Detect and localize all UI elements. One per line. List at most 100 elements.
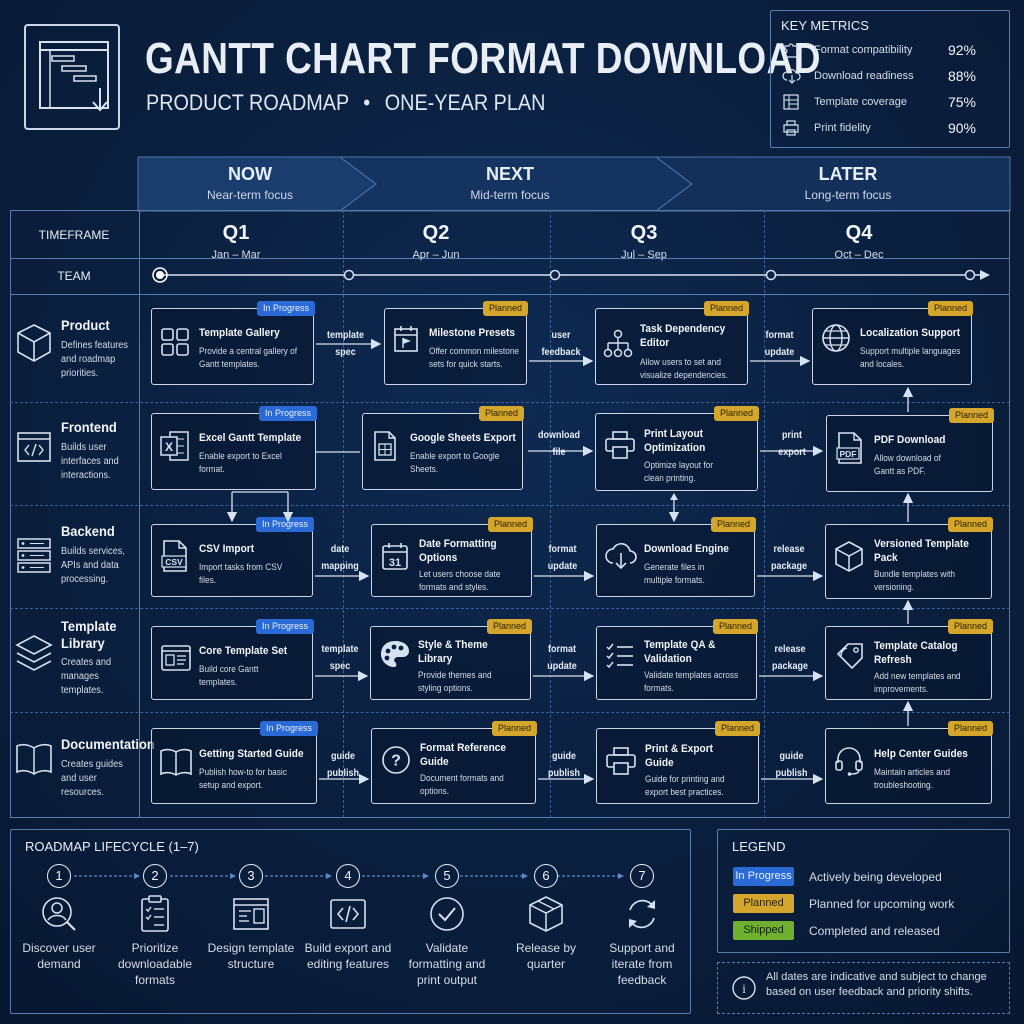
- task-desc: Provide a central gallery of Gantt templ…: [199, 346, 298, 369]
- task-card[interactable]: Planned Download Engine Generate files i…: [596, 517, 756, 597]
- step-number: 1: [47, 864, 71, 888]
- legend-badge-in-progress: In Progress: [733, 867, 794, 886]
- metric-value: 92%: [947, 42, 976, 58]
- quarter-divider: [764, 210, 765, 818]
- calendar-31-icon: 31: [382, 543, 408, 570]
- status-badge: In Progress: [255, 619, 314, 634]
- svg-text:?: ?: [391, 753, 401, 770]
- key-metrics-heading: KEY METRICS: [781, 18, 869, 33]
- task-card[interactable]: In Progress Core Template Set Build core…: [151, 619, 314, 700]
- status-badge: Planned: [703, 301, 749, 316]
- cube-icon: [17, 324, 51, 362]
- task-card[interactable]: Planned Help Center Guides Maintain arti…: [825, 721, 993, 804]
- metric-label: Print fidelity: [814, 122, 871, 134]
- status-badge: Planned: [712, 619, 758, 634]
- task-card[interactable]: Planned Print & Export Guide Guide for p…: [596, 721, 760, 804]
- task-card[interactable]: Planned Google Sheets Export Enable expo…: [362, 406, 524, 490]
- step-text: Support and iterate from feedback: [609, 941, 675, 987]
- task-card[interactable]: Planned 31 Date Formatting Options Let u…: [371, 517, 533, 597]
- metric-value: 75%: [947, 94, 976, 110]
- code-window-icon: [330, 899, 366, 929]
- task-card[interactable]: Planned PDF PDF Download Allow download …: [826, 408, 994, 492]
- quarter-name: Q1: [222, 222, 250, 244]
- task-title: Getting Started Guide: [199, 748, 304, 760]
- legend-panel: LEGEND: [717, 829, 1010, 953]
- task-card[interactable]: In Progress Template Gallery Provide a c…: [151, 301, 315, 385]
- lifecycle-step: 5 Validate formatting and print output: [399, 864, 495, 988]
- printer-icon: [606, 747, 636, 775]
- task-card[interactable]: Planned Task Dependency Editor Allow use…: [595, 301, 749, 385]
- task-card[interactable]: In Progress CSV CSV Import Import tasks …: [151, 517, 314, 597]
- task-title: Style & Theme Library: [418, 639, 488, 665]
- lifecycle-step: 1 Discover user demand: [11, 864, 107, 972]
- status-badge: In Progress: [258, 406, 317, 421]
- cloud-download-icon: [605, 543, 637, 570]
- server-icon: [17, 538, 51, 573]
- package-icon: [835, 541, 863, 572]
- status-badge: Planned: [947, 721, 993, 736]
- task-card[interactable]: Planned Milestone Presets Offer common m…: [384, 301, 528, 385]
- task-desc: Enable export to Excel format.: [199, 451, 282, 474]
- task-card[interactable]: Planned Template QA & Validation Validat…: [596, 619, 758, 700]
- metric-row: Template coverage 75%: [782, 93, 994, 113]
- lifecycle-arrows: [74, 873, 624, 879]
- layout-icon: [233, 898, 269, 930]
- task-title: Milestone Presets: [429, 327, 516, 339]
- task-title: CSV Import: [199, 543, 255, 555]
- dependency-tree-icon: [603, 329, 633, 358]
- clipboard-check-icon: [141, 895, 169, 932]
- task-card[interactable]: In Progress X Excel Gantt Template Enabl…: [151, 406, 317, 490]
- task-card[interactable]: In Progress Getting Started Guide Publis…: [151, 721, 318, 804]
- team-label: TEAM: [57, 269, 91, 283]
- task-card[interactable]: Planned Localization Support Support mul…: [812, 301, 973, 385]
- team-divider: [10, 712, 1010, 713]
- task-card[interactable]: Planned Versioned Template Pack Bundle t…: [825, 517, 993, 599]
- task-desc: Build core Gantt templates.: [199, 664, 259, 687]
- task-card[interactable]: Planned Template Catalog Refresh Add new…: [825, 619, 993, 700]
- task-title: Versioned Template Pack: [874, 538, 969, 564]
- task-desc: Provide themes and styling options.: [418, 670, 492, 693]
- task-title: Download Engine: [644, 543, 729, 555]
- team-name: Backend: [61, 523, 115, 539]
- phase-now: NOW Near-term focus: [160, 164, 340, 202]
- quarter-name: Q4: [845, 222, 873, 244]
- task-desc: Import tasks from CSV files.: [199, 562, 283, 585]
- task-card[interactable]: Planned ? Format Reference Guide Documen…: [371, 721, 537, 804]
- metric-label: Template coverage: [814, 96, 907, 108]
- grid-template-icon: [783, 94, 799, 110]
- metric-value: 88%: [947, 68, 976, 84]
- team-divider: [10, 608, 1010, 609]
- key-metrics-panel: KEY METRICS: [770, 10, 1010, 148]
- open-book-icon: [160, 748, 192, 776]
- task-title: Format Reference Guide: [420, 742, 507, 768]
- metric-row: Format compatibility 92%: [782, 41, 994, 61]
- phase-name: LATER: [818, 164, 878, 184]
- legend-text: Completed and released: [809, 924, 940, 938]
- cloud-download-icon: [782, 69, 801, 84]
- status-badge: Planned: [486, 619, 532, 634]
- step-number: 6: [534, 864, 558, 888]
- metric-label: Format compatibility: [814, 44, 913, 56]
- lifecycle-step: 4 Build export and editing features: [300, 864, 396, 972]
- phase-later: LATER Long-term focus: [758, 164, 938, 202]
- svg-text:X: X: [165, 440, 173, 454]
- quarter-range: Jan – Mar: [211, 249, 261, 261]
- task-card[interactable]: Planned Style & Theme Library Provide th…: [370, 619, 532, 700]
- status-badge: Planned: [714, 721, 760, 736]
- quarter-divider: [550, 210, 551, 818]
- subtitle-separator: •: [363, 90, 371, 115]
- status-badge: Planned: [948, 408, 994, 423]
- task-desc: Publish how-to for basic setup and expor…: [199, 767, 287, 790]
- team-name: Frontend: [61, 419, 117, 435]
- task-card[interactable]: Planned Print Layout Optimization Optimi…: [595, 406, 759, 491]
- subtitle-left: PRODUCT ROADMAP: [146, 90, 349, 115]
- status-badge: Planned: [487, 517, 533, 532]
- task-title: Date Formatting Options: [419, 538, 497, 564]
- team-name: Product: [61, 317, 110, 333]
- package-icon: [529, 896, 563, 932]
